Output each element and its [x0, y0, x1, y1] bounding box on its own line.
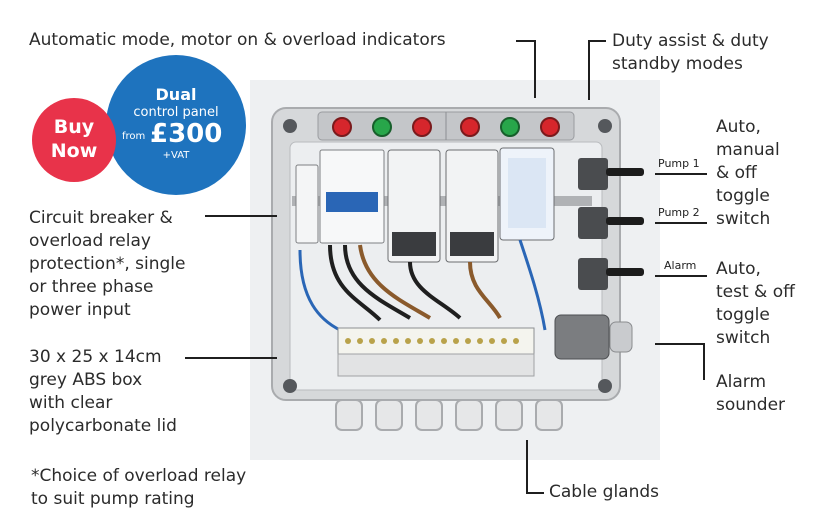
screw-icon [283, 119, 297, 133]
footnote-annotation: *Choice of overload relay to suit pump r… [31, 466, 247, 509]
screw-icon [598, 119, 612, 133]
cable-glands-annotation: Cable glands [549, 482, 660, 502]
buy-now-line1: Buy [53, 116, 95, 138]
toggle-switch [578, 158, 608, 190]
pump2-switch-label: Pump 2 [658, 206, 700, 219]
red-lamp-icon [332, 117, 352, 137]
toggle-switch [578, 207, 608, 239]
alarm-toggle-annotation: Auto, test & off toggle switch [716, 259, 795, 348]
cable-gland [335, 399, 363, 431]
buy-now-button[interactable]: Buy Now [32, 98, 116, 182]
leader-line [526, 440, 528, 494]
indicators-annotation: Automatic mode, motor on & overload indi… [29, 30, 446, 50]
cable-gland [415, 399, 443, 431]
price-badge[interactable]: Dual control panel from £300 +VAT [106, 55, 246, 195]
box-annotation: 30 x 25 x 14cm grey ABS box with clear p… [29, 347, 177, 436]
price-from-label: from [122, 131, 146, 142]
price-value: £300 [150, 119, 223, 149]
circuit-breaker [295, 164, 319, 244]
buy-now-line2: Now [50, 140, 98, 162]
leader-line [526, 492, 544, 494]
leader-line [516, 40, 536, 42]
leader-line [588, 40, 590, 100]
leader-line [655, 343, 705, 345]
alarm-sounder [554, 314, 610, 360]
leader-line [185, 357, 277, 359]
alarm-sounder-annotation: Alarm sounder [716, 372, 786, 415]
alarm-switch-label: Alarm [664, 259, 697, 272]
screw-icon [283, 379, 297, 393]
cable-gland [375, 399, 403, 431]
cable-gland [495, 399, 523, 431]
leader-line [703, 343, 705, 380]
red-lamp-icon [460, 117, 480, 137]
leader-line [534, 40, 536, 98]
screw-icon [598, 379, 612, 393]
toggle-switch [578, 258, 608, 290]
price-badge-subtitle: control panel [133, 105, 219, 120]
red-lamp-icon [412, 117, 432, 137]
pump1-switch-label: Pump 1 [658, 157, 700, 170]
leader-line [655, 275, 707, 277]
green-lamp-icon [372, 117, 392, 137]
leader-line [588, 40, 606, 42]
cable-gland [535, 399, 563, 431]
red-lamp-icon [540, 117, 560, 137]
leader-line [205, 215, 277, 217]
din-rail [292, 196, 592, 206]
pump-toggle-annotation: Auto, manual & off toggle switch [716, 117, 780, 229]
breaker-annotation: Circuit breaker & overload relay protect… [29, 208, 186, 320]
duty-modes-annotation: Duty assist & duty standby modes [612, 31, 769, 74]
price-badge-title: Dual [155, 85, 197, 104]
price-vat-label: +VAT [162, 150, 190, 161]
green-lamp-icon [500, 117, 520, 137]
leader-line [655, 222, 707, 224]
leader-line [655, 173, 707, 175]
cable-gland [455, 399, 483, 431]
